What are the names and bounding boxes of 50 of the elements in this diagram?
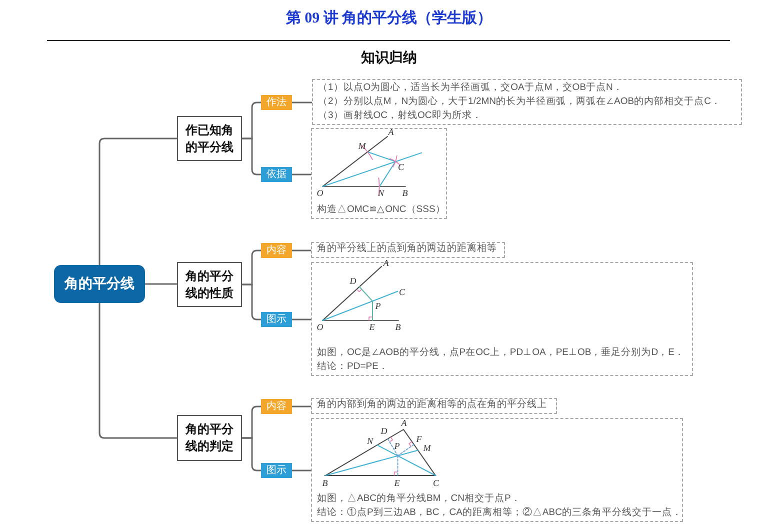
note-text: （3）画射线OC，射线OC即为所求．	[318, 109, 483, 123]
connector-line	[242, 138, 261, 176]
connector-line	[145, 283, 177, 285]
point-label: B	[402, 188, 408, 198]
section-heading: 知识归纳	[361, 49, 417, 67]
connector-line	[242, 437, 261, 472]
point-label: C	[399, 287, 405, 297]
note-box: 角的平分线上的点到角的两边的距离相等	[311, 242, 505, 258]
note-text: 如图，OC是∠AOB的平分线，点P在OC上，PD⊥OA，PE⊥OB，垂足分别为D，E．	[317, 346, 686, 360]
point-label: O	[316, 322, 324, 332]
point-label: B	[322, 478, 328, 488]
connector-line	[98, 303, 177, 439]
point-label: O	[316, 188, 324, 198]
category-tag: 内容	[261, 243, 292, 258]
category-tag: 图示	[261, 312, 292, 327]
note-box: 角的内部到角的两边的距离相等的点在角的平分线上	[311, 398, 557, 414]
subtopic-box: 角的平分线的性质	[177, 262, 242, 307]
note-box	[311, 418, 683, 522]
connector-line	[292, 318, 311, 320]
connector-line	[98, 138, 177, 265]
note-text: 结论：①点P到三边AB，BC，CA的距离相等；②△ABC的三条角平分线交于一点．	[317, 506, 677, 520]
subtopic-box: 作已知角的平分线	[177, 116, 242, 161]
connector-line	[292, 250, 311, 252]
point-label: C	[433, 478, 439, 488]
point-label: C	[398, 162, 404, 172]
connector-line	[292, 470, 311, 472]
category-tag: 图示	[261, 463, 292, 478]
point-label: B	[395, 322, 401, 332]
point-label: N	[378, 188, 384, 198]
page-title: 第 09 讲 角的平分线（学生版）	[286, 8, 492, 28]
point-label: M	[358, 141, 366, 151]
connector-line	[242, 284, 261, 320]
connector-line	[292, 406, 311, 408]
note-box	[312, 79, 742, 125]
point-label: E	[394, 478, 400, 488]
connector-line	[292, 174, 311, 176]
note-text: 结论：PD=PE．	[317, 360, 390, 374]
note-box	[311, 262, 693, 376]
subtopic-box: 角的平分线的判定	[177, 415, 242, 461]
note-text: （2）分别以点M，N为圆心，大于1/2MN的长为半径画弧，两弧在∠AOB的内部相交于点C．	[318, 95, 722, 109]
topic-box: 角的平分线	[54, 265, 145, 303]
note-text: （1）以点O为圆心，适当长为半径画弧，交OA于点M，交OB于点N．	[318, 81, 624, 95]
note-text: 如图，△ABC的角平分线BM，CN相交于点P．	[317, 492, 522, 506]
category-tag: 作法	[261, 95, 292, 110]
point-label: E	[369, 322, 375, 332]
category-tag: 依据	[261, 167, 292, 182]
category-tag: 内容	[261, 399, 292, 414]
point-label: A	[388, 127, 394, 137]
point-label: A	[401, 418, 407, 428]
connector-line	[292, 102, 312, 104]
